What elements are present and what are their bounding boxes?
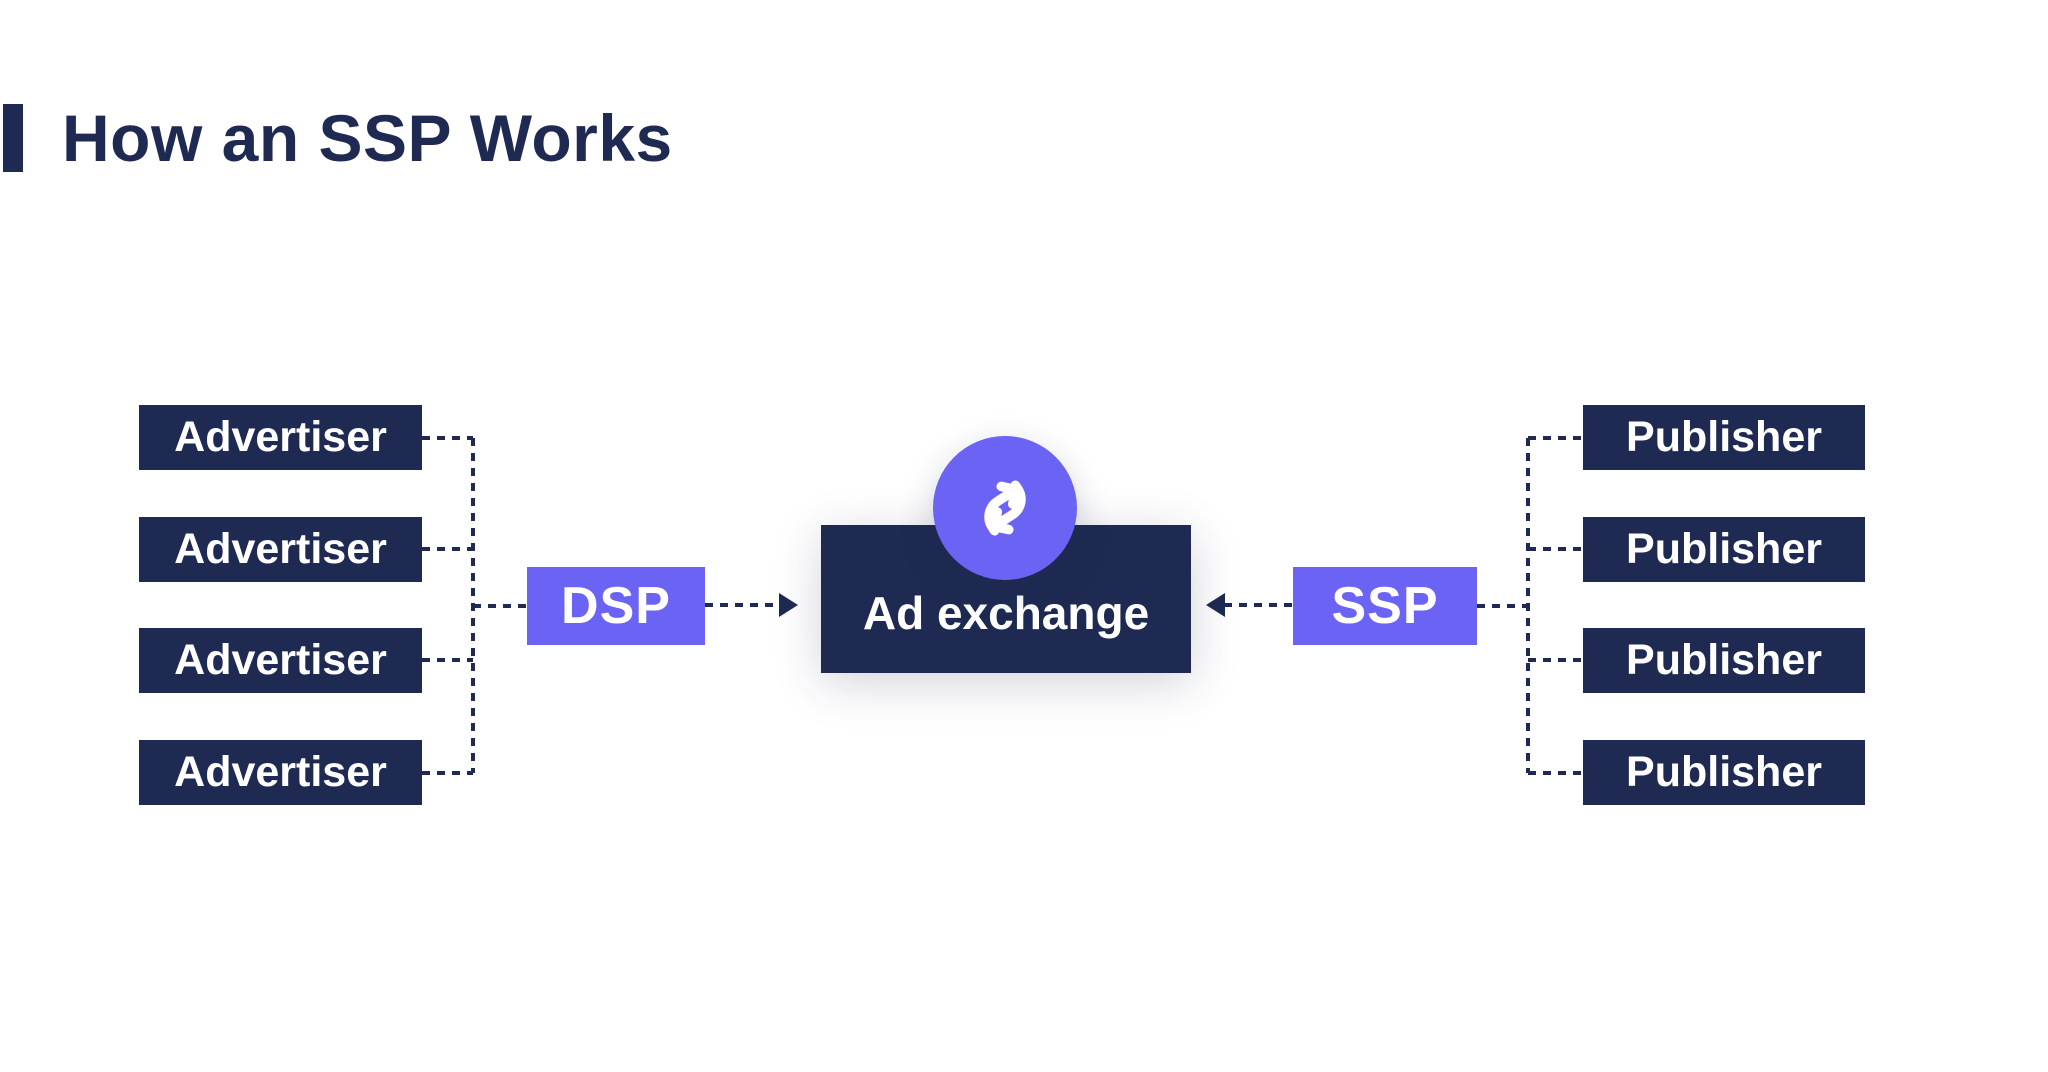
page-header: How an SSP Works bbox=[3, 104, 673, 172]
advertiser-box-3: Advertiser bbox=[139, 628, 422, 693]
swap-arrows-icon bbox=[984, 480, 1026, 536]
ssp-to-exchange-arrow bbox=[1206, 593, 1293, 617]
dsp-box: DSP bbox=[527, 567, 705, 645]
title-accent-bar bbox=[3, 104, 23, 172]
advertiser-label: Advertiser bbox=[174, 413, 387, 461]
publisher-label: Publisher bbox=[1626, 413, 1822, 461]
publishers-to-ssp-harness bbox=[1477, 436, 1583, 775]
publisher-box-2: Publisher bbox=[1583, 517, 1865, 582]
publisher-label: Publisher bbox=[1626, 525, 1822, 573]
ad-exchange-label: Ad exchange bbox=[862, 587, 1150, 639]
publisher-label: Publisher bbox=[1626, 748, 1822, 796]
page-title: How an SSP Works bbox=[62, 101, 673, 175]
publisher-box-4: Publisher bbox=[1583, 740, 1865, 805]
advertiser-box-1: Advertiser bbox=[139, 405, 422, 470]
advertiser-box-2: Advertiser bbox=[139, 517, 422, 582]
exchange-circle-badge bbox=[933, 436, 1077, 580]
ssp-box: SSP bbox=[1293, 567, 1477, 645]
advertisers-to-dsp-harness bbox=[422, 436, 527, 775]
advertiser-box-4: Advertiser bbox=[139, 740, 422, 805]
publisher-label: Publisher bbox=[1626, 636, 1822, 684]
publisher-box-1: Publisher bbox=[1583, 405, 1865, 470]
dsp-label: DSP bbox=[561, 577, 671, 635]
publisher-box-3: Publisher bbox=[1583, 628, 1865, 693]
advertiser-label: Advertiser bbox=[174, 636, 387, 684]
ssp-label: SSP bbox=[1331, 577, 1439, 635]
advertiser-label: Advertiser bbox=[174, 525, 387, 573]
dsp-to-exchange-arrow bbox=[705, 593, 798, 617]
advertiser-label: Advertiser bbox=[174, 748, 387, 796]
arrowhead-left-icon bbox=[1206, 593, 1225, 617]
arrowhead-right-icon bbox=[779, 593, 798, 617]
